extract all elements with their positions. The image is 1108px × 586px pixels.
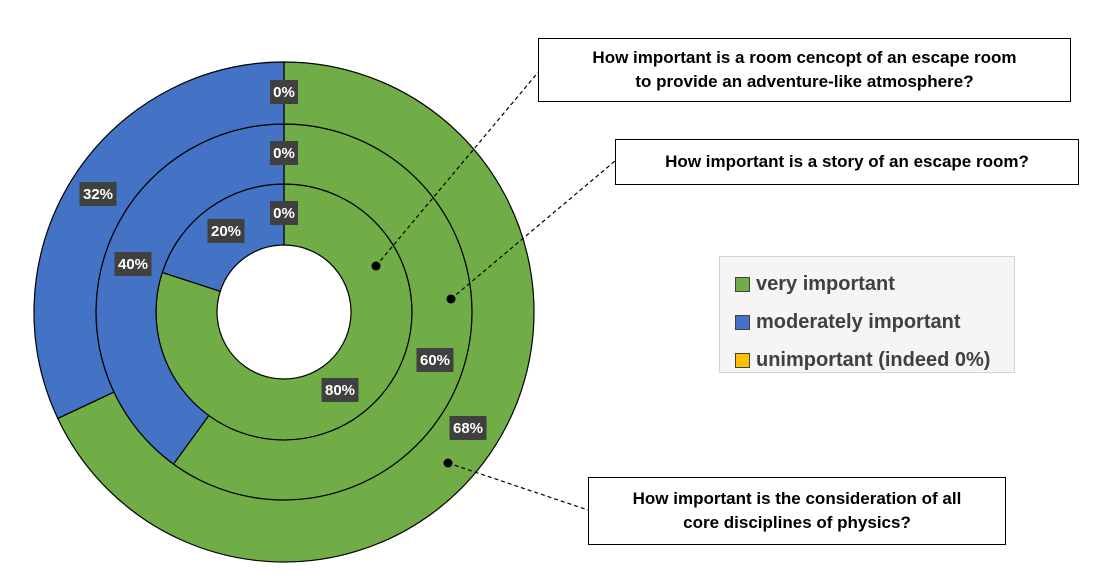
data-label-unimportant-physics-bg (270, 80, 298, 104)
data-label-very-important-physics: 68% (453, 420, 483, 437)
data-label-very-important-room-concept-bg (321, 378, 359, 402)
leader-line-room-concept (375, 69, 541, 267)
leader-lines (371, 69, 616, 511)
data-labels-group: 80% 20% 0% 60% 40% 0% 68% 32% 0% (79, 80, 487, 440)
data-label-unimportant-room-concept-bg (270, 201, 298, 225)
question-box-physics: How important is the consideration of al… (588, 477, 1006, 545)
legend-item-very-important: very important (735, 265, 1014, 303)
data-label-very-important-room-concept: 80% (325, 382, 355, 399)
data-label-moderately-important-story-bg (114, 252, 152, 276)
legend-label-moderately-important: moderately important (756, 310, 961, 333)
data-label-very-important-story-bg (416, 348, 454, 372)
legend-swatch-orange (735, 352, 750, 368)
leader-line-physics (447, 462, 589, 511)
question-story: How important is a story of an escape ro… (665, 152, 1029, 171)
question-room-concept-line2: to provide an adventure-like atmosphere? (635, 72, 974, 91)
data-label-very-important-story: 60% (420, 352, 450, 369)
data-label-moderately-important-physics: 32% (83, 186, 113, 203)
data-label-unimportant-room-concept: 0% (273, 205, 295, 222)
data-label-very-important-physics-bg (449, 416, 487, 440)
data-label-unimportant-story-bg (270, 141, 298, 165)
leader-dot-room-concept (371, 261, 381, 271)
data-label-unimportant-physics: 0% (273, 84, 295, 101)
rings-group (33, 61, 535, 563)
data-label-moderately-important-room-concept: 20% (211, 223, 241, 240)
question-physics-line1: How important is the consideration of al… (632, 489, 962, 508)
data-label-unimportant-story: 0% (273, 145, 295, 162)
question-box-room-concept: How important is a room cencopt of an es… (538, 38, 1071, 102)
legend-item-unimportant: unimportant (indeed 0%) (735, 341, 1014, 379)
question-box-story: How important is a story of an escape ro… (615, 139, 1079, 185)
question-physics-line2: core disciplines of physics? (683, 513, 911, 532)
leader-line-story (450, 160, 616, 300)
question-room-concept-line1: How important is a room cencopt of an es… (592, 48, 1017, 67)
legend: very important moderately important unim… (719, 256, 1015, 373)
leader-dot-story (446, 294, 456, 304)
data-label-moderately-important-story: 40% (118, 256, 148, 273)
legend-label-unimportant: unimportant (indeed 0%) (756, 348, 991, 371)
slice-moderately-important-physics (33, 61, 285, 420)
leader-dot-physics (443, 458, 453, 468)
legend-item-moderately-important: moderately important (735, 303, 1014, 341)
legend-swatch-green (735, 276, 750, 292)
data-label-moderately-important-physics-bg (79, 182, 117, 206)
data-label-moderately-important-room-concept-bg (207, 219, 245, 243)
legend-swatch-blue (735, 314, 750, 330)
slice-very-important-physics (56, 61, 535, 563)
legend-label-very-important: very important (756, 272, 895, 295)
